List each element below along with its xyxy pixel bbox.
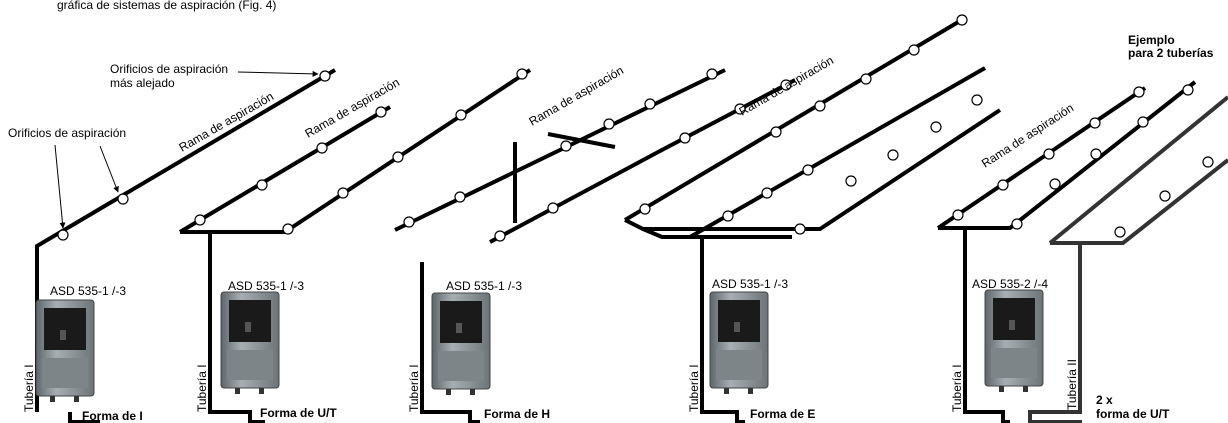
form-label-1: Forma de I [82,409,143,423]
aspiration-hole [952,209,964,221]
device-model-1: ASD 535-1 /-3 [50,284,126,298]
aspiration-hole [1137,116,1149,128]
aspiration-hole [1202,156,1214,168]
aspiration-hole [971,94,983,106]
aspiration-hole [455,109,467,121]
form-label-3: Forma de H [484,407,550,421]
pipe-label-1: Tubería I [22,364,36,412]
system-2x-ut-form: Ejemplo para 2 tuberías ASD 535-2 /-4 Tu… [936,33,1228,423]
pipe-label-5b: Tubería II [1065,359,1079,410]
branch-label-3: Rama de aspiración [527,63,626,128]
aspiration-hole [1182,84,1194,96]
pipe-h-rear [394,68,726,232]
aspiration-hole [454,191,466,203]
aspiration-hole [644,98,656,110]
device-model-2: ASD 535-1 /-3 [228,279,304,293]
aspiration-hole [1159,190,1171,202]
pipe-ut-rear [180,68,532,234]
aspiration-hole [256,179,268,191]
device-model-5: ASD 535-2 /-4 [972,277,1048,291]
pipe-label-3: Tubería I [407,364,421,412]
example-label-2: para 2 tuberías [1128,46,1214,60]
aspiration-hole [1043,148,1055,160]
aspiration-hole [316,142,328,154]
branch-label-5: Rama de aspiración [979,101,1076,171]
pipe-label-2: Tubería I [195,364,209,412]
aspiration-hole [845,175,857,187]
aspiration-hole [603,118,615,130]
aspiration-hole [375,106,387,118]
system-e-form: ASD 535-1 /-3 Tubería I Forma de E Rama … [623,14,1002,423]
aspiration-hole [930,121,942,133]
device-model-3: ASD 535-1 /-3 [446,279,522,293]
aspiration-hole [57,229,69,241]
asd-device-3 [431,292,491,396]
form-label-4: Forma de E [750,407,815,421]
aspiration-hole [1089,117,1101,129]
aspiration-hole [1049,178,1061,190]
aspiration-hole [1114,226,1126,238]
aspiration-hole [887,149,899,161]
aspiration-hole [956,14,968,26]
pipe-label-5a: Tubería I [950,364,964,412]
far-holes-label-1: Orificios de aspiración [110,62,228,76]
aspiration-hole [547,202,559,214]
aspiration-hole [794,223,806,235]
far-holes-label-2: más alejado [110,76,175,90]
aspiration-hole [1133,86,1145,98]
system-i-form: ASD 535-1 /-3 Tubería I Forma de I Rama … [8,62,337,423]
aspiration-hole [337,187,349,199]
asd-device-5 [984,289,1044,393]
aspiration-hole [403,216,415,228]
device-model-4: ASD 535-1 /-3 [712,277,788,291]
aspiration-hole [639,203,651,215]
pipe-e-rear [623,16,967,222]
aspiration-hole [494,230,506,242]
aspiration-hole [814,100,826,112]
form-label-5a: 2 x [1096,393,1113,407]
aspiration-hole [734,103,746,115]
aspiration-hole [770,126,782,138]
asd-device-4 [709,291,769,395]
branch-label-1: Rama de aspiración [177,89,276,154]
aspiration-hole [706,68,718,80]
aspiration-hole [780,79,792,91]
aspiration-hole [516,68,528,80]
holes-label: Orificios de aspiración [8,126,126,140]
aspiration-hole [282,223,294,235]
aspiration-hole [761,187,773,199]
aspiration-hole [319,70,331,82]
aspiration-hole [802,164,814,176]
aspiration-hole [560,140,572,152]
asd-device-1 [35,299,95,403]
example-label-1: Ejemplo [1128,33,1175,47]
aspiration-hole [1011,218,1023,230]
header-text: gráfica de sistemas de aspiración (Fig. … [57,0,276,12]
pipe-label-4: Tubería I [687,364,701,412]
aspiration-hole [997,179,1009,191]
form-label-2: Forma de U/T [260,406,337,420]
aspiration-hole [908,44,920,56]
asd-device-2 [220,291,280,395]
form-label-5b: forma de U/T [1096,407,1170,421]
aspiration-hole [722,210,734,222]
aspiration-hole [860,73,872,85]
aspiration-hole [1090,148,1102,160]
aspiration-hole [679,132,691,144]
aspiration-hole [117,193,129,205]
aspiration-hole [392,151,404,163]
aspiration-hole [194,214,206,226]
